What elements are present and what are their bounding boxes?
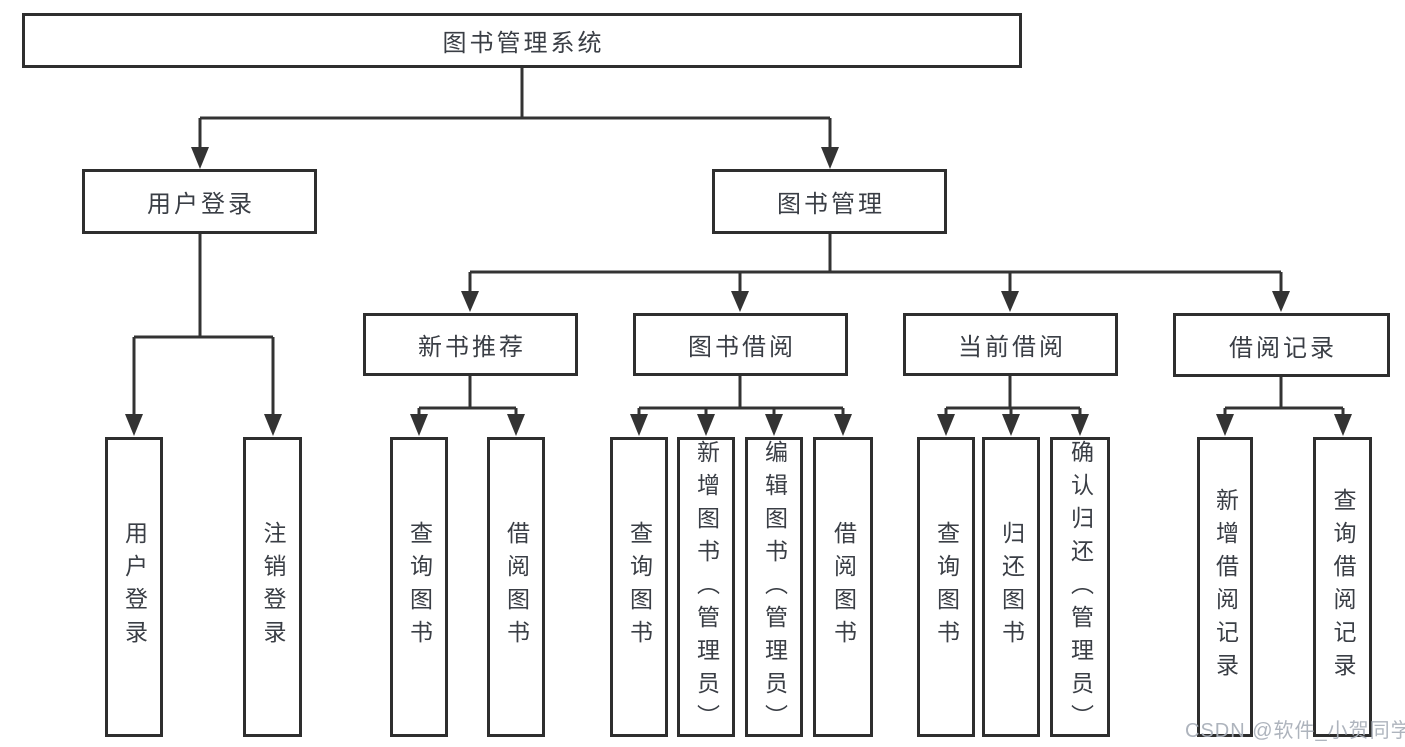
- arrowhead: [1002, 414, 1020, 436]
- leaf-current-query-books: 查询图书: [917, 437, 975, 737]
- leaf-label: 借阅图书: [830, 521, 857, 653]
- leaf-query-borrow-record: 查询借阅记录: [1313, 437, 1372, 737]
- leaf-user-login: 用户登录: [105, 437, 163, 737]
- leaf-label: 查询图书: [406, 521, 433, 653]
- leaf-recommend-query-books: 查询图书: [390, 437, 448, 737]
- arrowhead: [1272, 291, 1290, 312]
- leaf-label: 借阅图书: [503, 521, 530, 653]
- arrowhead: [731, 291, 749, 312]
- connector-path: [198, 68, 832, 149]
- node-label: 用户登录: [147, 191, 255, 218]
- connector-path: [1223, 377, 1345, 417]
- node-label: 借阅记录: [1229, 334, 1337, 362]
- arrowhead: [264, 414, 282, 436]
- leaf-add-books-admin: 新增图书（管理员）: [677, 437, 735, 737]
- connector-path: [637, 376, 845, 417]
- arrowhead: [1334, 414, 1352, 436]
- node-current-borrow: 当前借阅: [903, 313, 1118, 376]
- arrowhead: [821, 147, 839, 169]
- arrowhead: [507, 414, 525, 436]
- arrowhead: [410, 414, 428, 436]
- leaf-label: 注销登录: [260, 521, 286, 653]
- leaf-return-books: 归还图书: [982, 437, 1040, 737]
- leaf-borrow-query-books: 查询图书: [610, 437, 668, 737]
- node-borrow-record: 借阅记录: [1173, 313, 1390, 377]
- leaf-add-borrow-record: 新增借阅记录: [1197, 437, 1253, 737]
- leaf-recommend-borrow-books: 借阅图书: [487, 437, 545, 737]
- leaf-label: 新增借阅记录: [1212, 488, 1239, 686]
- node-label: 图书管理: [777, 191, 885, 218]
- node-new-book-recommend: 新书推荐: [363, 313, 578, 376]
- leaf-label: 确认归还（管理员）: [1067, 440, 1094, 737]
- node-label: 当前借阅: [958, 334, 1066, 361]
- arrowhead: [1071, 414, 1089, 436]
- leaf-edit-books-admin: 编辑图书（管理员）: [745, 437, 803, 737]
- leaf-label: 查询借阅记录: [1330, 488, 1356, 686]
- connector-path: [468, 234, 1283, 293]
- arrowhead: [191, 147, 209, 169]
- csdn-watermark: CSDN @软件_小贺同学: [1185, 720, 1405, 742]
- leaf-confirm-return-admin: 确认归还（管理员）: [1050, 437, 1110, 737]
- leaf-label: 归还图书: [998, 521, 1025, 653]
- arrowhead: [1001, 291, 1019, 312]
- leaf-label: 编辑图书（管理员）: [761, 440, 788, 737]
- leaf-label: 用户登录: [121, 521, 148, 653]
- leaf-label: 查询图书: [626, 521, 653, 653]
- node-label: 图书管理系统: [442, 30, 605, 57]
- node-label: 新书推荐: [418, 334, 526, 361]
- arrowhead: [937, 414, 955, 436]
- connector-path: [417, 376, 518, 417]
- arrowhead: [765, 414, 783, 436]
- connector-path: [944, 376, 1082, 417]
- node-label: 图书借阅: [688, 334, 796, 361]
- arrowhead: [697, 414, 715, 436]
- arrowhead: [1216, 414, 1234, 436]
- arrowhead: [630, 414, 648, 436]
- leaf-logout: 注销登录: [243, 437, 302, 737]
- leaf-label: 查询图书: [933, 521, 960, 653]
- arrowhead: [461, 291, 479, 312]
- connector-path: [132, 234, 275, 416]
- arrowhead: [834, 414, 852, 436]
- node-user-login: 用户登录: [82, 169, 317, 234]
- arrowhead: [125, 414, 143, 436]
- leaf-borrow-books: 借阅图书: [813, 437, 873, 737]
- leaf-label: 新增图书（管理员）: [693, 440, 720, 737]
- node-book-borrow: 图书借阅: [633, 313, 848, 376]
- node-book-management: 图书管理: [712, 169, 947, 234]
- node-system-root: 图书管理系统: [22, 13, 1022, 68]
